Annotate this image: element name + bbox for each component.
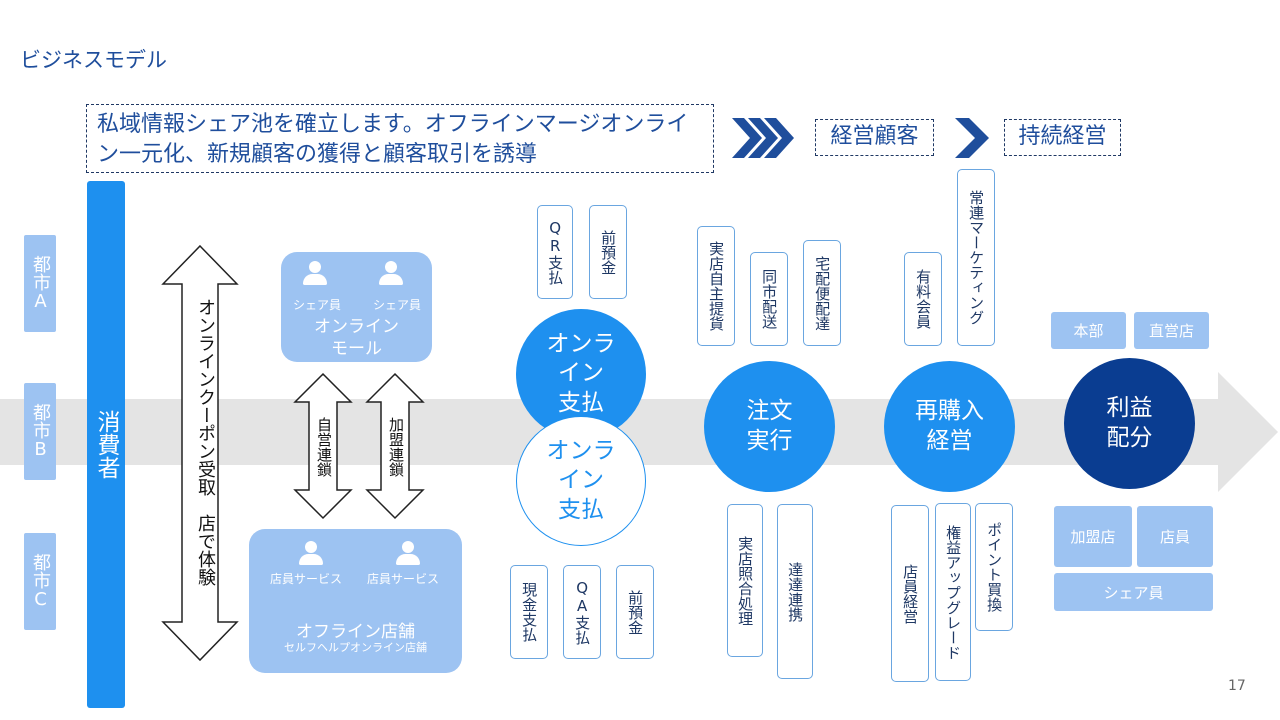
city-c: 都市C (24, 533, 56, 630)
franchise-store-tag: 加盟店 (1054, 506, 1132, 567)
own-chain-label: 自営連鎖 (315, 417, 333, 477)
staff-service-label: 店員サービス (367, 572, 440, 586)
offline-payment-circle: オンラ イン 支払 (516, 416, 646, 546)
staff-service-label: 店員サービス (270, 572, 343, 586)
store-verification-box: 実店照合処理 (727, 504, 763, 657)
points-exchange-box: ポイント買換 (975, 503, 1013, 631)
chevron-icon (955, 118, 989, 158)
step-managed-customers: 経営顧客 (815, 119, 934, 156)
direct-store-tag: 直営店 (1134, 312, 1209, 349)
franchise-chain-arrow (365, 372, 425, 520)
clerk-tag: 店員 (1137, 506, 1213, 567)
cash-payment-box: 現金支払 (510, 565, 548, 659)
franchise-chain-label: 加盟連鎖 (387, 417, 405, 477)
step-sustainable-management: 持続経営 (1004, 119, 1121, 156)
page-title: ビジネスモデル (20, 48, 167, 72)
offline-store-label: オフライン店舗 (296, 622, 415, 642)
coupon-double-arrow (161, 244, 239, 662)
online-mall-label: オンライン モール (314, 317, 399, 359)
repurchase-management-circle: 再購入 経営 (884, 361, 1015, 492)
prepaid-box: 前預金 (616, 565, 654, 659)
city-a: 都市A (24, 235, 56, 332)
profit-distribution-circle: 利益 配分 (1064, 358, 1195, 489)
headquarters-tag: 本部 (1051, 312, 1126, 349)
dada-integration-box: 達達連携 (777, 504, 813, 679)
coupon-label: オンラインクーポン受取 店で体験 (195, 298, 216, 586)
person-icon (395, 541, 421, 565)
page-number: 17 (1228, 678, 1246, 694)
qa-payment-box: QA支払 (563, 565, 601, 659)
share-member-label: シェア員 (373, 298, 422, 312)
store-pickup-box: 実店自主提貨 (697, 226, 735, 346)
rights-upgrade-box: 権益アップグレード (935, 503, 971, 681)
prepaid-box: 前預金 (589, 205, 627, 299)
share-member-label: シェア員 (293, 298, 342, 312)
own-chain-arrow (293, 372, 353, 520)
offline-store-panel: 店員サービス 店員サービス オフライン店舗 セルフヘルプオンライン店舗 (249, 529, 462, 673)
strategy-statement: 私域情報シェア池を確立します。オフラインマージオンライン一元化、新規顧客の獲得と… (86, 104, 714, 173)
consumer-bar: 消費者 (87, 181, 125, 708)
headset-person-icon (302, 261, 328, 285)
order-execution-circle: 注文 実行 (704, 361, 835, 492)
courier-delivery-box: 宅配便配達 (803, 240, 841, 346)
chevron-triple-icon (732, 118, 794, 158)
staff-management-box: 店員経営 (891, 505, 929, 682)
paid-member-box: 有料会員 (904, 252, 942, 346)
qr-payment-box: QR支払 (537, 205, 573, 299)
person-icon (298, 541, 324, 565)
online-mall-panel: シェア員 シェア員 オンライン モール (281, 252, 432, 362)
city-b: 都市B (24, 383, 56, 480)
share-member-tag: シェア員 (1054, 573, 1213, 611)
offline-store-sublabel: セルフヘルプオンライン店舗 (284, 641, 427, 654)
same-city-delivery-box: 同市配送 (750, 252, 788, 346)
headset-person-icon (378, 261, 404, 285)
regular-marketing-box: 常連マーケティング (957, 169, 995, 346)
